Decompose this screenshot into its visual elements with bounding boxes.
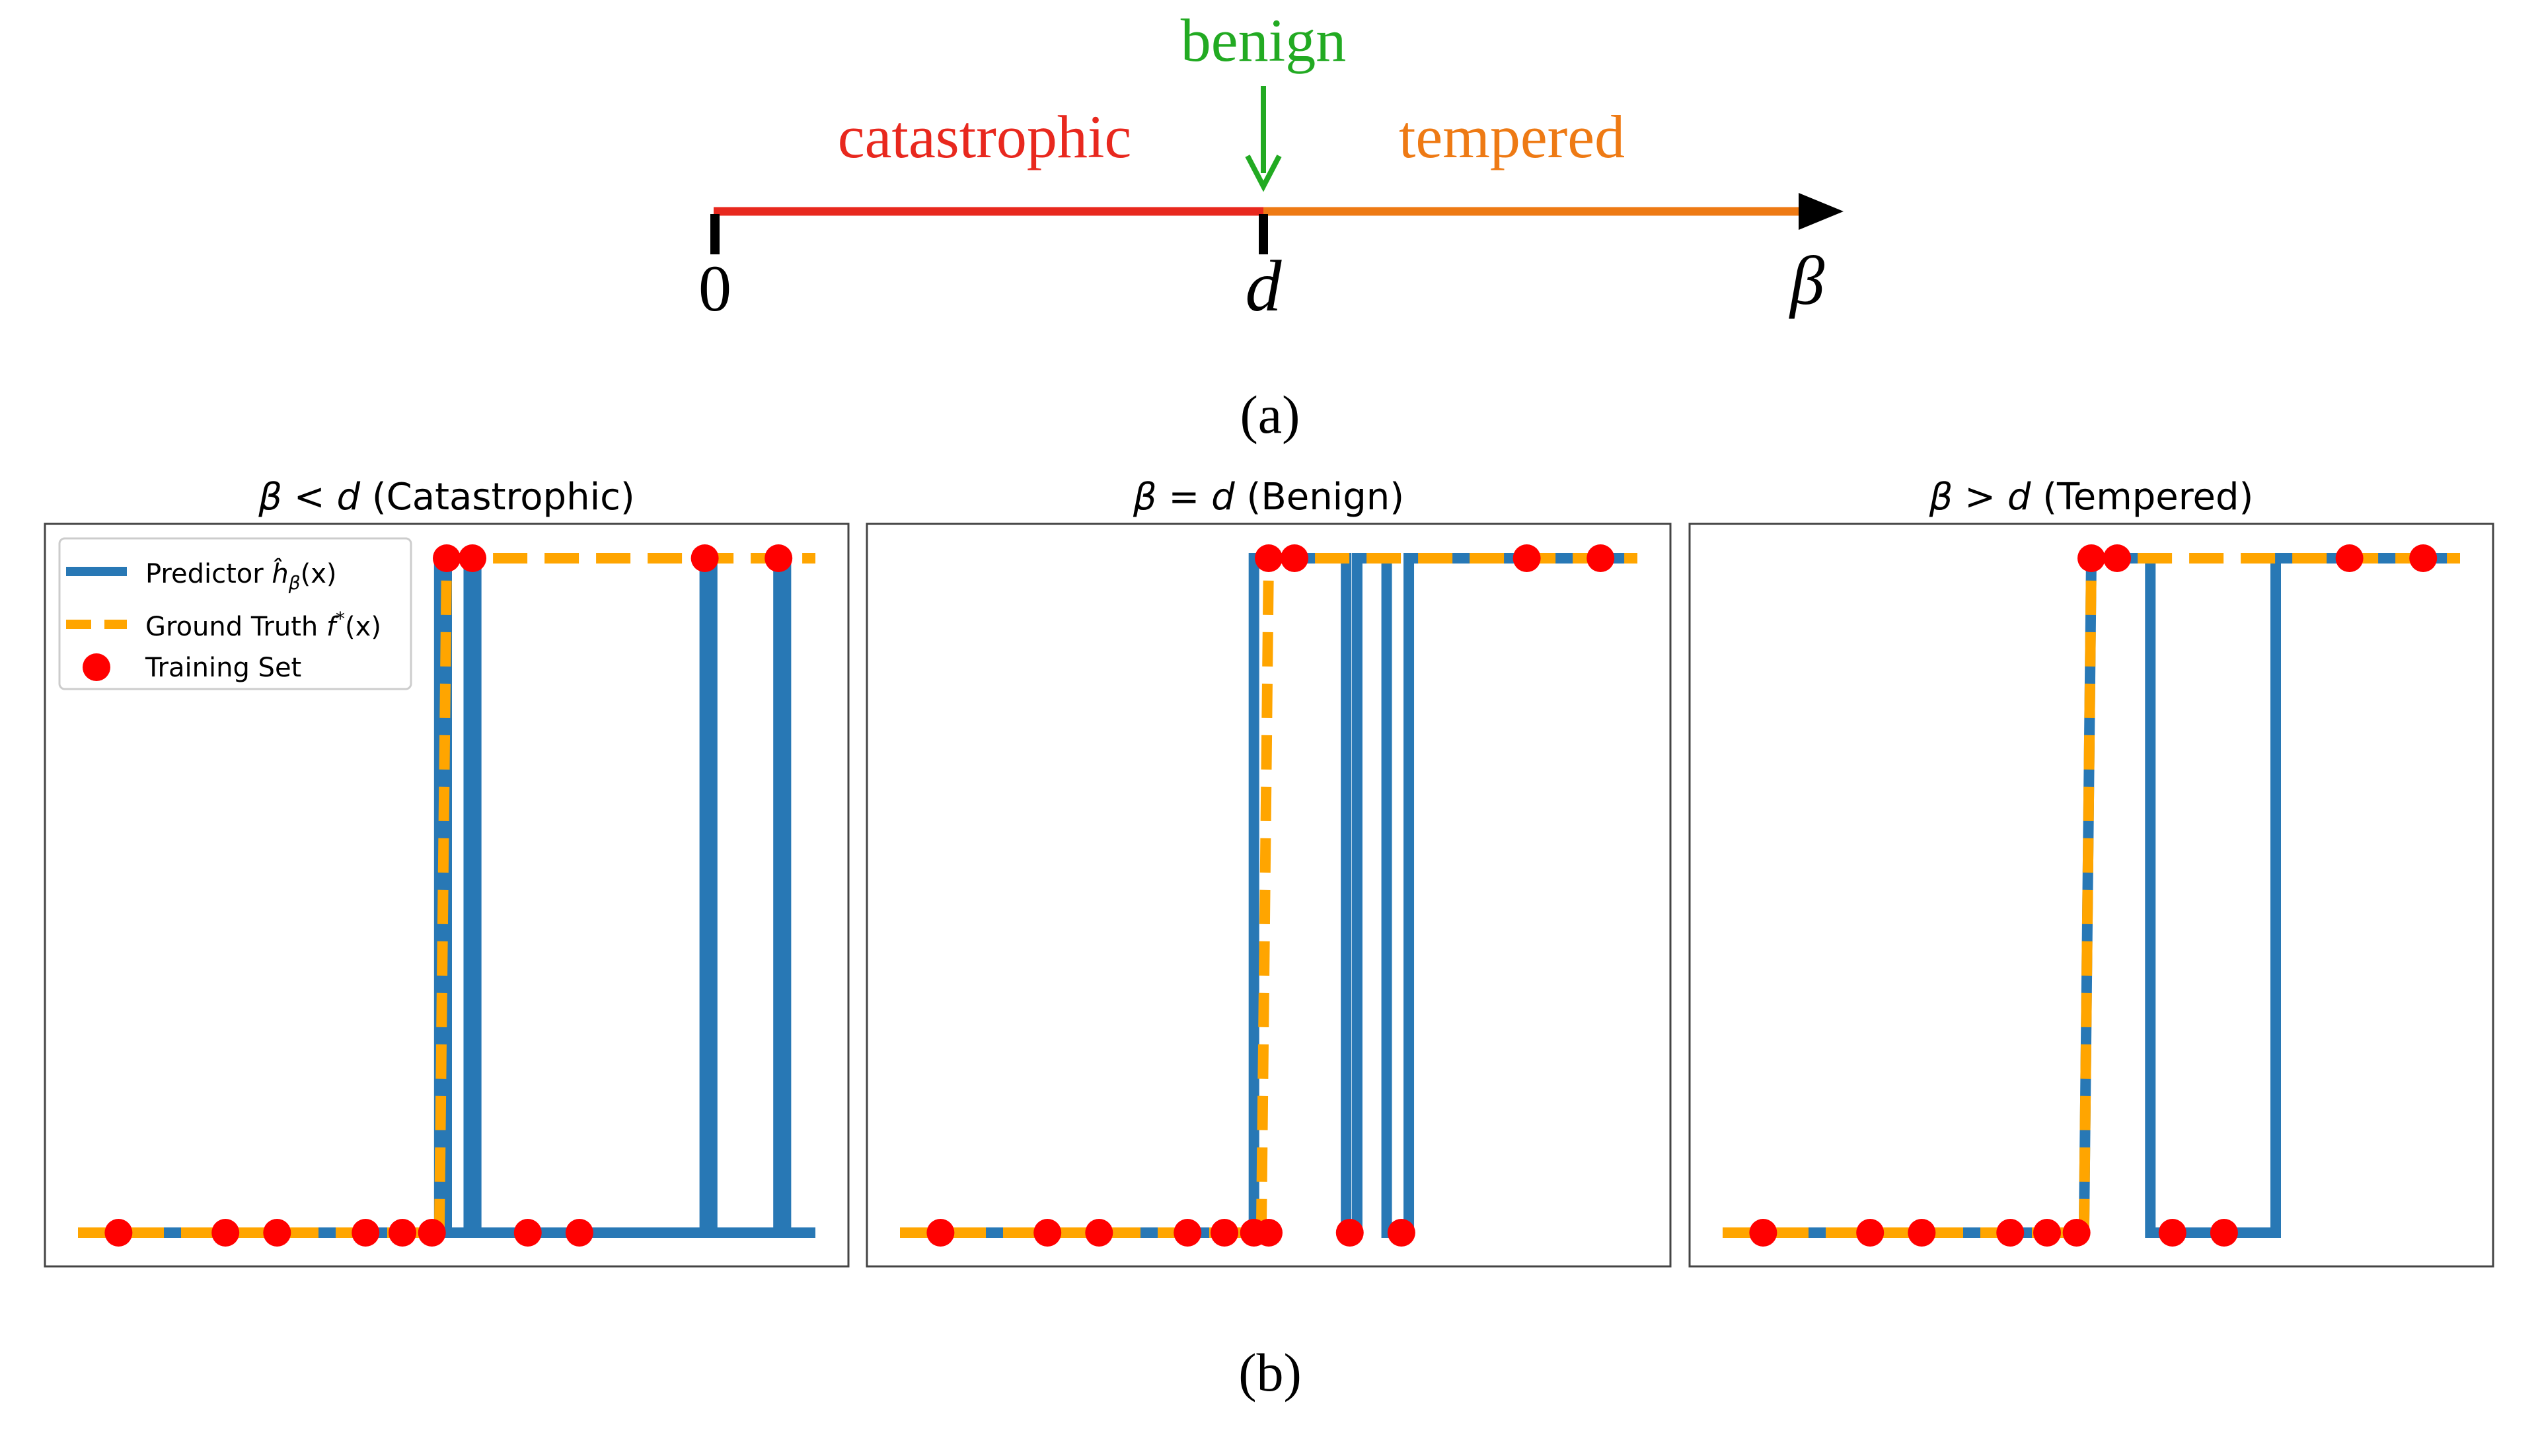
training-point	[352, 1219, 380, 1247]
training-point	[691, 544, 719, 572]
benign-label: benign	[1181, 7, 1346, 74]
axis-label-beta: β	[1789, 242, 1825, 319]
training-point	[1856, 1219, 1885, 1247]
ground-truth-line	[900, 553, 1637, 1238]
tick-label-d: d	[1246, 246, 1283, 326]
training-point	[2033, 1219, 2062, 1247]
ground-truth-line	[78, 553, 815, 1238]
training-point	[2158, 1219, 2186, 1247]
training-point	[1255, 544, 1283, 572]
training-point	[263, 1219, 291, 1247]
tick-label-zero: 0	[698, 252, 731, 325]
training-point	[211, 1219, 240, 1247]
training-point	[1281, 544, 1309, 572]
training-point	[418, 1219, 446, 1247]
training-point	[2062, 1219, 2091, 1247]
training-point	[2409, 544, 2438, 572]
training-point	[2077, 544, 2105, 572]
training-point	[513, 1219, 542, 1247]
panel-3: β > d (Tempered)	[1688, 476, 2494, 1268]
training-point	[1255, 1219, 1283, 1247]
predictor-line	[900, 553, 1637, 1238]
ground-truth-line	[1723, 553, 2460, 1238]
training-point	[565, 1219, 593, 1247]
training-point	[1749, 1219, 1777, 1247]
training-point	[2335, 544, 2364, 572]
catastrophic-label: catastrophic	[838, 103, 1131, 170]
tempered-label: tempered	[1399, 103, 1625, 170]
regime-axis-diagram: catastrophic benign tempered 0 d β (a)	[698, 7, 1844, 445]
panel-2: β = d (Benign)	[866, 476, 1672, 1268]
legend-box	[58, 537, 412, 690]
legend: Predictor ĥβ(x) Ground Truth f*(x) Trainin…	[58, 537, 412, 690]
predictor-panels: β < d (Catastrophic) β = d (Benign) β > d …	[44, 476, 2494, 1268]
legend-predictor-label: Predictor ĥβ(x)	[145, 558, 337, 594]
training-point	[433, 544, 461, 572]
training-point	[1211, 1219, 1239, 1247]
training-point	[1033, 1219, 1062, 1247]
training-point	[1908, 1219, 1936, 1247]
training-point	[1387, 1219, 1415, 1247]
training-point	[765, 544, 793, 572]
subfigure-label-b: (b)	[1238, 1342, 1302, 1402]
training-point	[104, 1219, 133, 1247]
training-point	[1085, 1219, 1113, 1247]
panel-title: β > d (Tempered)	[1929, 476, 2254, 519]
axis-arrowhead	[1799, 193, 1844, 230]
training-point	[1513, 544, 1541, 572]
legend-training-swatch	[83, 653, 110, 681]
subfigure-label-a: (a)	[1240, 384, 1300, 445]
training-point	[459, 544, 487, 572]
benign-arrow-head	[1245, 155, 1282, 192]
panel-title: β < d (Catastrophic)	[258, 476, 635, 519]
training-point	[389, 1219, 417, 1247]
panel-title: β = d (Benign)	[1133, 476, 1404, 519]
training-point	[926, 1219, 955, 1247]
training-point	[1587, 544, 1615, 572]
training-point	[1996, 1219, 2025, 1247]
training-point	[2210, 1219, 2238, 1247]
legend-training-label: Training Set	[145, 653, 301, 683]
training-point	[2103, 544, 2132, 572]
training-point	[1335, 1219, 1364, 1247]
training-point	[1174, 1219, 1202, 1247]
legend-ground-truth-label: Ground Truth f*(x)	[145, 608, 381, 642]
